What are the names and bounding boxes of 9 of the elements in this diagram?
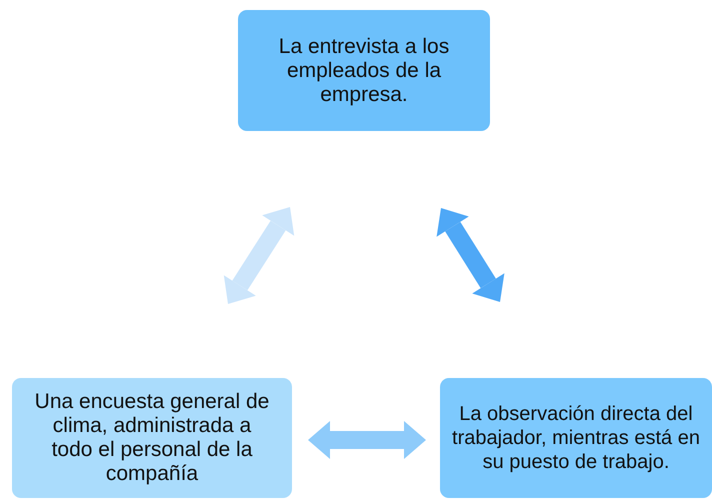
double-arrow bbox=[308, 421, 426, 459]
node-text: La entrevista a los empleados de la empresa. bbox=[278, 34, 450, 106]
text-box bbox=[12, 378, 292, 498]
text-box bbox=[238, 10, 490, 131]
double-arrow bbox=[224, 207, 294, 304]
double-arrow bbox=[436, 208, 504, 302]
text-box bbox=[440, 378, 712, 498]
node-text: Una encuesta general de clima, administrada a todo el personal de la compañía bbox=[34, 390, 270, 486]
node-text: La observación directa del trabajador, mientras está en su puesto de trabajo. bbox=[451, 402, 701, 474]
